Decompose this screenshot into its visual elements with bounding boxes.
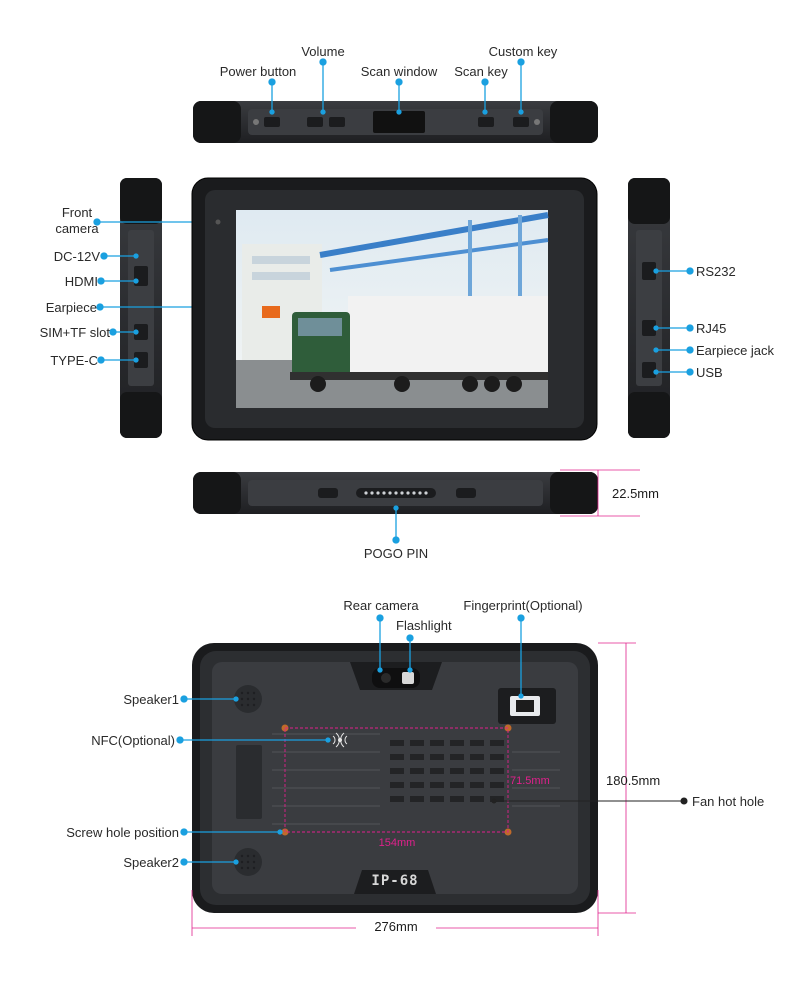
scan-window (373, 111, 425, 133)
label-typec: TYPE-C (50, 353, 98, 368)
volume-up (329, 117, 345, 127)
left-side-device (120, 178, 162, 438)
right-side-leaders (653, 267, 694, 376)
label-speaker1: Speaker1 (123, 692, 179, 707)
label-earpiece-jack: Earpiece jack (696, 343, 775, 358)
pogo-leader (392, 505, 400, 544)
label-thickness: 22.5mm (612, 486, 659, 501)
label-rs232: RS232 (696, 264, 736, 279)
top-view-device (193, 101, 598, 143)
custom-key (513, 117, 529, 127)
label-screw: Screw hole position (66, 825, 179, 840)
label-nfc: NFC(Optional) (91, 733, 175, 748)
label-earpiece: Earpiece (45, 300, 97, 315)
label-height: 180.5mm (606, 773, 661, 788)
label-hdmi: HDMI (64, 274, 98, 289)
back-view-device (192, 643, 598, 913)
screw-dimension-box (284, 727, 509, 833)
label-dc: DC-12V (53, 249, 100, 264)
fan-leader (491, 797, 688, 805)
label-inner-width: 154mm (378, 837, 416, 849)
label-sim: SIM+TF slot (39, 325, 110, 340)
bottom-view-device (193, 472, 598, 514)
label-front-camera: Front camera (55, 205, 99, 236)
label-power-button: Power button (219, 64, 297, 79)
label-rear-camera: Rear camera (343, 598, 419, 613)
label-speaker2: Speaker2 (123, 855, 179, 870)
flashlight (402, 672, 414, 684)
fan-vent (390, 740, 504, 802)
power-button (264, 117, 280, 127)
right-side-device (628, 178, 670, 438)
back-view-leaders (176, 614, 525, 866)
scan-key (478, 117, 494, 127)
label-rj45: RJ45 (696, 321, 727, 336)
label-volume: Volume (301, 44, 345, 59)
label-inner-height: 71.5mm (510, 775, 550, 787)
label-custom-key: Custom key (488, 44, 558, 59)
thickness-dimension (560, 469, 640, 517)
label-width: 276mm (356, 919, 436, 934)
label-fan: Fan hot hole (692, 794, 765, 809)
label-flashlight: Flashlight (396, 618, 452, 633)
label-scan-window: Scan window (360, 64, 438, 79)
ip-rating-badge: IP-68 (371, 873, 419, 889)
label-scan-key: Scan key (454, 64, 508, 79)
label-pogo-pin: POGO PIN (363, 546, 429, 561)
volume-down (307, 117, 323, 127)
left-side-leaders (93, 218, 221, 364)
label-usb: USB (696, 365, 723, 380)
front-view-device (191, 177, 598, 441)
front-camera (215, 219, 221, 225)
top-view-leaders (268, 58, 525, 115)
label-fingerprint: Fingerprint(Optional) (463, 598, 583, 613)
